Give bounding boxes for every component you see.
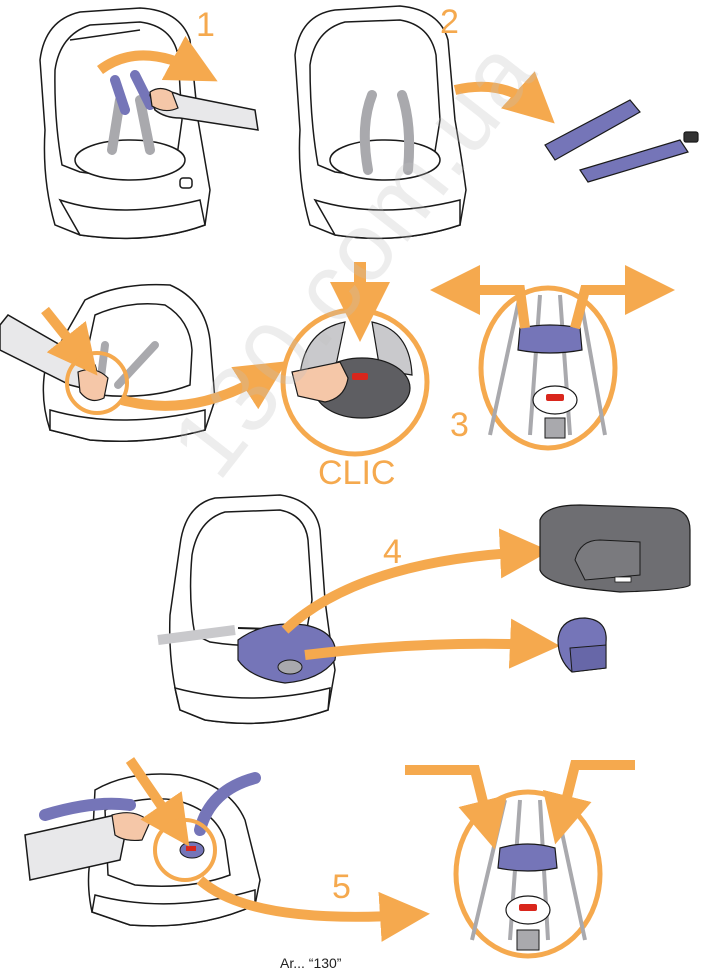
step4-lower-arrow — [305, 644, 540, 655]
removed-crotch-pad — [558, 618, 606, 672]
step1-seat-illustration — [40, 8, 210, 238]
step5-buckle-red — [186, 846, 196, 851]
removed-seat-insert — [540, 505, 690, 592]
step5-chest-clip — [498, 844, 557, 871]
step3-chest-clip-detail — [481, 288, 615, 448]
step-number-2: 2 — [440, 5, 459, 39]
chest-clip — [518, 325, 582, 353]
step5-chest-clip-detail — [456, 792, 600, 956]
clic-label: CLIC — [318, 456, 395, 490]
removed-shoulder-pads — [545, 100, 698, 182]
step-number-3: 3 — [450, 408, 469, 442]
step4-buckle — [278, 660, 302, 674]
step-number-1: 1 — [196, 8, 215, 42]
buckle-red-button — [352, 373, 368, 380]
step-number-5: 5 — [332, 870, 351, 904]
footer-text: Ar... “130” — [280, 955, 341, 971]
step-number-4: 4 — [383, 535, 402, 569]
